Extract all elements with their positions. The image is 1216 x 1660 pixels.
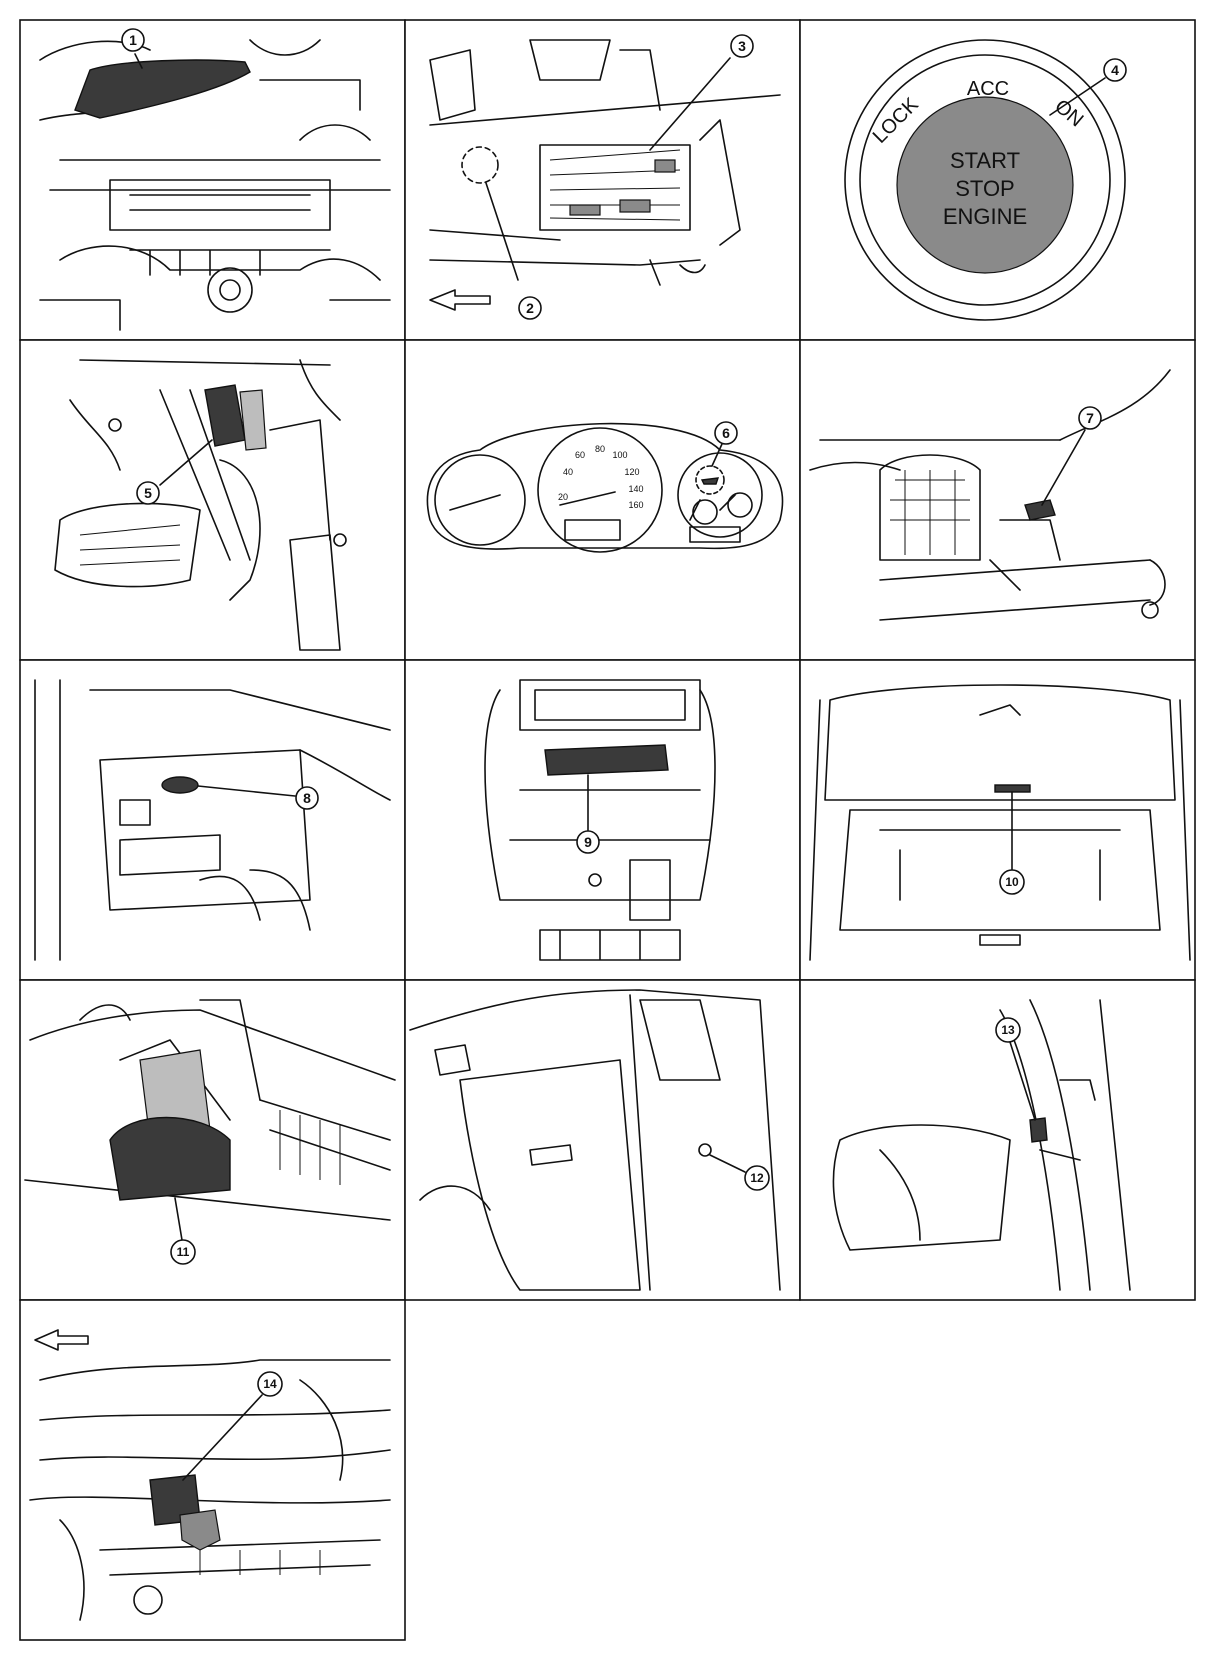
speed-tick-labels: 20 40 60 80 100 120 140 160: [558, 444, 644, 510]
svg-text:4: 4: [1111, 62, 1119, 78]
panel-steering-column-unit: [809, 369, 1171, 621]
speed-tick-120: 120: [624, 467, 639, 477]
callout-6: 6: [714, 421, 738, 445]
speed-tick-40: 40: [563, 467, 573, 477]
svg-text:5: 5: [144, 485, 152, 501]
svg-text:7: 7: [1086, 410, 1094, 426]
callout-11: 11: [170, 1239, 196, 1265]
svg-text:3: 3: [738, 38, 746, 54]
panel-brake-pedal: [54, 359, 347, 651]
svg-text:1: 1: [129, 32, 137, 48]
svg-text:8: 8: [303, 790, 311, 806]
callout-13: 13: [995, 1017, 1021, 1043]
panel-combination-meter: 20 40 60 80 100 120 140 160: [426, 422, 784, 553]
callout-10: 10: [999, 869, 1025, 895]
callout-7: 7: [1078, 406, 1102, 430]
panel-engine-room-sensor: [29, 1329, 391, 1621]
button-label-stop: STOP: [955, 176, 1015, 201]
callout-2: 2: [518, 296, 542, 320]
callout-9: 9: [576, 830, 600, 854]
svg-text:9: 9: [584, 834, 592, 850]
svg-text:13: 13: [1001, 1023, 1015, 1037]
button-label-start: START: [950, 148, 1020, 173]
speed-tick-160: 160: [628, 500, 643, 510]
diagram-grid: [19, 19, 1196, 1641]
callout-14: 14: [257, 1371, 283, 1397]
callout-12: 12: [744, 1165, 770, 1191]
speed-tick-60: 60: [575, 450, 585, 460]
callout-3: 3: [730, 34, 754, 58]
callout-8: 8: [295, 786, 319, 810]
svg-text:12: 12: [750, 1171, 764, 1185]
svg-text:10: 10: [1005, 875, 1019, 889]
speed-tick-20: 20: [558, 492, 568, 502]
speed-tick-80: 80: [595, 444, 605, 454]
panel-fuse-block: [429, 39, 781, 311]
panel-center-console-unit: [484, 679, 716, 961]
svg-text:2: 2: [526, 300, 534, 316]
callout-1: 1: [121, 28, 145, 52]
panel-engine-room-ecm: [39, 39, 391, 331]
panel-rear-door-pillar: [832, 999, 1131, 1291]
panel-front-door: [409, 989, 781, 1291]
svg-text:6: 6: [722, 425, 730, 441]
panel-instrument-lower-dash: [34, 679, 391, 961]
callout-4: 4: [1103, 58, 1127, 82]
svg-text:11: 11: [177, 1245, 190, 1259]
panel-shift-lever-unit: [24, 999, 396, 1241]
svg-text:14: 14: [263, 1377, 277, 1391]
panel-trunk-rear: [809, 684, 1191, 961]
speed-tick-140: 140: [628, 484, 643, 494]
button-label-engine: ENGINE: [943, 204, 1027, 229]
speed-tick-100: 100: [612, 450, 627, 460]
switch-position-acc: ACC: [967, 78, 1009, 100]
callout-5: 5: [136, 481, 160, 505]
